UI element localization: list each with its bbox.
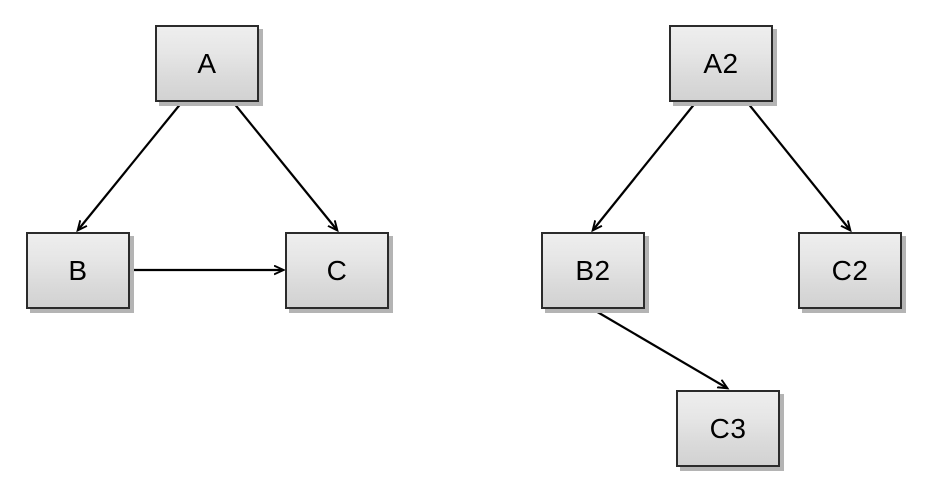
node-c2[interactable]: C2: [798, 232, 902, 309]
node-a2[interactable]: A2: [669, 25, 773, 102]
edge-a-to-c[interactable]: [232, 101, 337, 230]
node-label: C3: [709, 412, 747, 444]
node-label: A: [197, 47, 217, 79]
edge-a2-to-c2[interactable]: [746, 101, 850, 230]
node-label: C2: [831, 254, 869, 286]
node-c[interactable]: C: [285, 232, 389, 309]
edge-b2-to-c3[interactable]: [593, 309, 727, 388]
node-label: A2: [703, 47, 739, 79]
node-label: C: [326, 254, 348, 286]
node-label: B2: [575, 254, 611, 286]
edges-group: [78, 101, 850, 388]
edge-a-to-b[interactable]: [78, 101, 183, 230]
node-label: B: [68, 254, 88, 286]
node-c3[interactable]: C3: [676, 390, 780, 467]
node-b[interactable]: B: [26, 232, 130, 309]
node-a[interactable]: A: [155, 25, 259, 102]
node-b2[interactable]: B2: [541, 232, 645, 309]
edge-a2-to-b2[interactable]: [593, 101, 697, 230]
